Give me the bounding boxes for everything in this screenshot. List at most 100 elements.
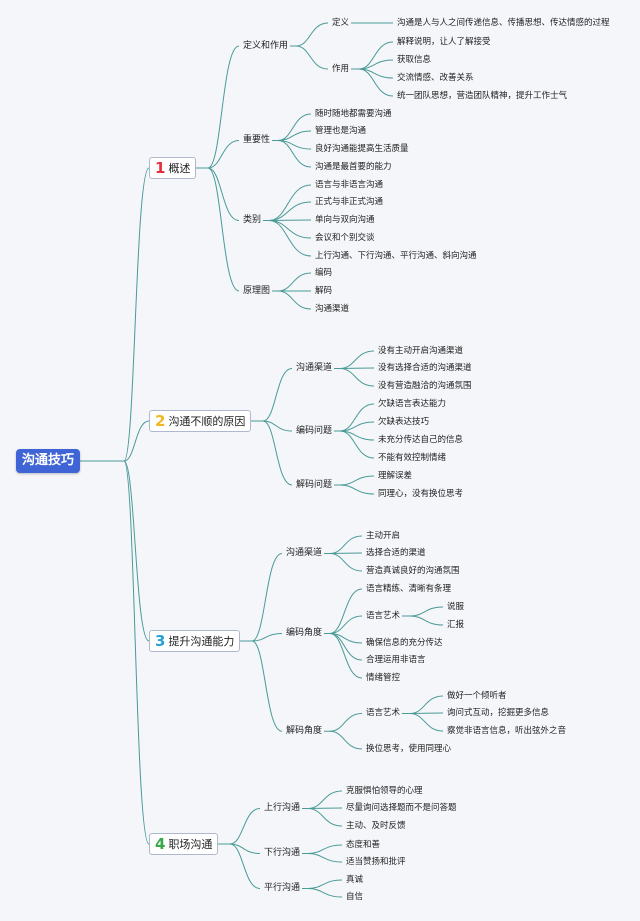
- item[interactable]: 随时随地都需要沟通: [315, 108, 392, 119]
- detail[interactable]: 解释说明，让人了解接受: [397, 36, 491, 47]
- connector-line: [123, 167, 150, 462]
- item[interactable]: 语言艺术: [366, 610, 401, 621]
- item[interactable]: 单向与双向沟通: [315, 214, 375, 225]
- subtopic[interactable]: 类别: [243, 215, 262, 225]
- connector-line: [339, 430, 375, 459]
- connector-line: [277, 272, 312, 292]
- item[interactable]: 适当赞扬和批评: [346, 856, 406, 867]
- connector-line: [409, 615, 444, 626]
- item[interactable]: 同理心，没有换位思考: [378, 488, 464, 499]
- connector-line: [339, 484, 375, 495]
- item[interactable]: 没有选择合适的沟通渠道: [378, 362, 472, 373]
- connector-line: [277, 140, 312, 168]
- detail[interactable]: 交流情感、改善关系: [397, 72, 474, 83]
- connector-line: [295, 22, 329, 47]
- connector-line: [251, 553, 283, 642]
- item[interactable]: 编码: [315, 267, 333, 278]
- subtopic[interactable]: 编码角度: [286, 628, 323, 638]
- subtopic[interactable]: 解码问题: [296, 479, 333, 490]
- item[interactable]: 自信: [346, 891, 364, 902]
- connector-line: [123, 420, 150, 462]
- connector-line: [339, 403, 375, 432]
- item[interactable]: 没有主动开启沟通渠道: [378, 345, 464, 356]
- item[interactable]: 作用: [332, 63, 350, 74]
- item[interactable]: 欠缺语言表达能力: [378, 398, 447, 409]
- subtopic[interactable]: 原理图: [243, 285, 271, 296]
- detail[interactable]: 察觉非语言信息，听出弦外之音: [447, 725, 567, 736]
- connector-line: [329, 553, 363, 572]
- item[interactable]: 沟通渠道: [315, 303, 350, 314]
- item[interactable]: 解码: [315, 285, 333, 296]
- detail[interactable]: 询问式互动，挖掘更多信息: [447, 707, 550, 718]
- item[interactable]: 理解误差: [378, 470, 413, 481]
- detail[interactable]: 汇报: [447, 619, 465, 630]
- connector-line: [358, 68, 394, 97]
- connector-line: [207, 167, 240, 292]
- item[interactable]: 主动、及时反馈: [346, 820, 406, 831]
- item[interactable]: 未充分传达自己的信息: [378, 434, 464, 445]
- item[interactable]: 正式与非正式沟通: [315, 196, 384, 207]
- item[interactable]: 确保信息的充分传达: [366, 637, 443, 648]
- item[interactable]: 选择合适的渠道: [366, 547, 426, 558]
- connector-line: [268, 220, 312, 257]
- item[interactable]: 沟通是最首要的能力: [315, 161, 392, 172]
- connector-line: [329, 730, 363, 750]
- item[interactable]: 欠缺表达技巧: [378, 416, 430, 427]
- topic-label: 提升沟通能力: [168, 635, 235, 648]
- item[interactable]: 语言精练、清晰有条理: [366, 583, 452, 594]
- mindmap-root[interactable]: 沟通技巧: [16, 449, 81, 473]
- connector-line: [307, 808, 343, 827]
- detail[interactable]: 做好一个倾听者: [447, 690, 507, 701]
- connector-line: [262, 420, 293, 432]
- item[interactable]: 真诚: [346, 874, 364, 885]
- subtopic[interactable]: 下行沟通: [264, 848, 301, 858]
- item[interactable]: 克服惧怕领导的心理: [346, 785, 423, 796]
- connector-line: [207, 167, 240, 221]
- item[interactable]: 营造真诚良好的沟通氛围: [366, 565, 460, 576]
- item[interactable]: 情绪管控: [366, 672, 401, 683]
- item[interactable]: 语言艺术: [366, 708, 401, 718]
- topic-number: 4: [155, 835, 166, 853]
- subtopic[interactable]: 沟通渠道: [286, 548, 323, 558]
- detail[interactable]: 沟通是人与人之间传递信息、传播思想、传达情感的过程: [397, 17, 610, 28]
- subtopic[interactable]: 平行沟通: [264, 883, 301, 893]
- subtopic[interactable]: 编码问题: [296, 425, 333, 436]
- item[interactable]: 语言与非语言沟通: [315, 179, 384, 190]
- connector-line: [358, 41, 394, 70]
- connector-line: [262, 420, 293, 486]
- item[interactable]: 合理运用非语言: [366, 654, 426, 665]
- item[interactable]: 定义: [332, 17, 350, 28]
- item[interactable]: 会议和个别交谈: [315, 232, 375, 243]
- connector-line: [207, 140, 240, 169]
- item[interactable]: 管理也是沟通: [315, 125, 367, 136]
- item[interactable]: 主动开启: [366, 530, 401, 541]
- subtopic[interactable]: 上行沟通: [264, 803, 301, 813]
- topic-label: 概述: [168, 162, 191, 175]
- detail[interactable]: 获取信息: [397, 54, 432, 65]
- subtopic[interactable]: 解码角度: [286, 725, 323, 736]
- item[interactable]: 不能有效控制情绪: [378, 452, 447, 463]
- connector-line: [307, 888, 343, 898]
- subtopic[interactable]: 定义和作用: [243, 40, 289, 51]
- topic-label: 沟通不顺的原因: [168, 415, 246, 428]
- connector-line: [268, 184, 312, 221]
- item[interactable]: 态度和善: [346, 839, 381, 850]
- subtopic[interactable]: 重要性: [243, 135, 271, 145]
- connector-line: [329, 615, 363, 634]
- connector-line: [207, 45, 240, 169]
- connector-line: [268, 201, 312, 221]
- item[interactable]: 良好沟通能提高生活质量: [315, 143, 409, 154]
- item[interactable]: 上行沟通、下行沟通、平行沟通、斜向沟通: [315, 250, 477, 261]
- connector-line: [329, 713, 363, 732]
- item[interactable]: 换位思考，使用同理心: [366, 743, 452, 754]
- detail[interactable]: 统一团队思想，营造团队精神，提升工作士气: [397, 90, 568, 101]
- detail[interactable]: 说服: [447, 601, 465, 612]
- connector-line: [262, 368, 293, 422]
- subtopic[interactable]: 沟通渠道: [296, 363, 333, 373]
- item[interactable]: 没有营造融洽的沟通氛围: [378, 380, 472, 391]
- item[interactable]: 尽量询问选择题而不是问答题: [346, 802, 457, 813]
